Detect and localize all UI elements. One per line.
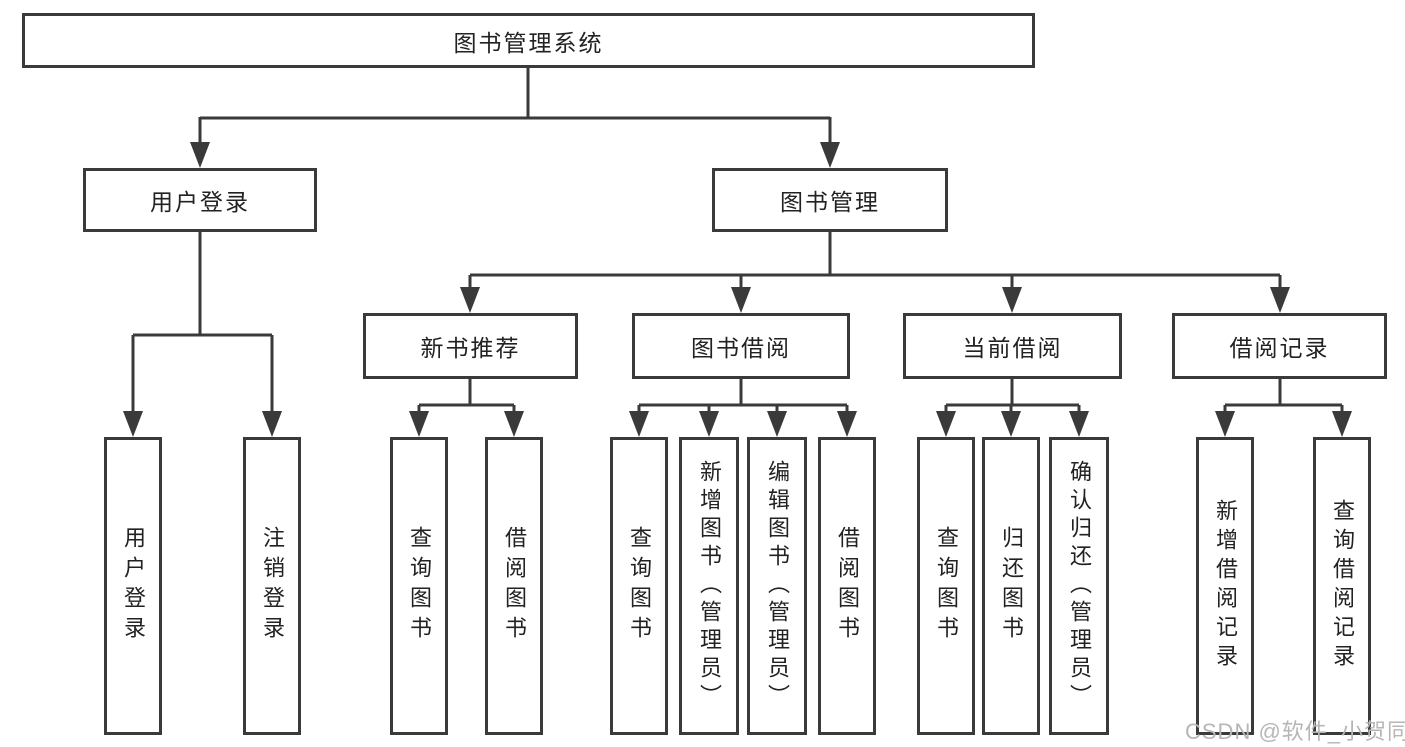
- node-borrow-records: 借阅记录: [1172, 313, 1387, 379]
- node-root: 图书管理系统: [22, 13, 1035, 68]
- node-book-management: 图书管理: [712, 168, 948, 232]
- watermark: CSDN @软件_小贺同学: [1185, 719, 1405, 744]
- node-current-borrow-label: 当前借阅: [962, 335, 1063, 361]
- node-user-login: 用户登录: [83, 168, 317, 232]
- leaf-add-borrow-record-label: 新增借阅记录: [1213, 499, 1238, 673]
- leaf-borrow-books-label: 借阅图书: [835, 526, 860, 646]
- leaf-return-books-label: 归还图书: [999, 526, 1024, 646]
- node-borrow-records-label: 借阅记录: [1229, 335, 1330, 361]
- node-new-book-recommend: 新书推荐: [363, 313, 578, 379]
- leaf-borrow-books-recommend-label: 借阅图书: [502, 526, 527, 646]
- leaf-query-books-current-label: 查询图书: [934, 526, 959, 646]
- leaf-borrow-books: 借阅图书: [818, 437, 876, 735]
- connector-borrow-leaves: [637, 379, 849, 413]
- leaf-query-books-current: 查询图书: [917, 437, 975, 735]
- node-new-book-recommend-label: 新书推荐: [420, 335, 521, 361]
- connector-current-leaves: [944, 379, 1081, 413]
- connector-userlogin-leaves: [131, 232, 274, 413]
- leaf-edit-books-admin-label: 编辑图书（管理员）: [765, 460, 790, 712]
- node-user-login-label: 用户登录: [150, 189, 250, 215]
- node-book-management-label: 图书管理: [780, 189, 880, 215]
- leaf-query-books-recommend: 查询图书: [390, 437, 448, 735]
- connector-newbook-leaves: [417, 379, 516, 413]
- leaf-add-books-admin-label: 新增图书（管理员）: [697, 460, 722, 712]
- node-book-borrow: 图书借阅: [632, 313, 850, 379]
- leaf-user-login-label: 用户登录: [121, 526, 146, 646]
- leaf-query-books-borrow: 查询图书: [610, 437, 668, 735]
- connector-root-level2: [198, 68, 832, 144]
- leaf-borrow-books-recommend: 借阅图书: [485, 437, 543, 735]
- leaf-add-borrow-record: 新增借阅记录: [1196, 437, 1254, 735]
- leaf-logout: 注销登录: [243, 437, 301, 735]
- node-book-borrow-label: 图书借阅: [691, 335, 791, 361]
- leaf-query-books-borrow-label: 查询图书: [627, 526, 652, 646]
- leaf-query-books-recommend-label: 查询图书: [407, 526, 432, 646]
- leaf-edit-books-admin: 编辑图书（管理员）: [747, 437, 807, 735]
- leaf-query-borrow-record-label: 查询借阅记录: [1330, 499, 1355, 673]
- connector-records-leaves: [1223, 379, 1344, 413]
- leaf-confirm-return-admin: 确认归还（管理员）: [1049, 437, 1109, 735]
- leaf-logout-label: 注销登录: [260, 526, 285, 646]
- connector-bookmgmt-level3: [468, 232, 1282, 291]
- leaf-user-login: 用户登录: [104, 437, 162, 735]
- node-root-label: 图书管理系统: [453, 29, 604, 56]
- leaf-confirm-return-admin-label: 确认归还（管理员）: [1067, 460, 1092, 712]
- leaf-query-borrow-record: 查询借阅记录: [1313, 437, 1371, 735]
- leaf-add-books-admin: 新增图书（管理员）: [679, 437, 739, 735]
- node-current-borrow: 当前借阅: [903, 313, 1122, 379]
- leaf-return-books: 归还图书: [982, 437, 1040, 735]
